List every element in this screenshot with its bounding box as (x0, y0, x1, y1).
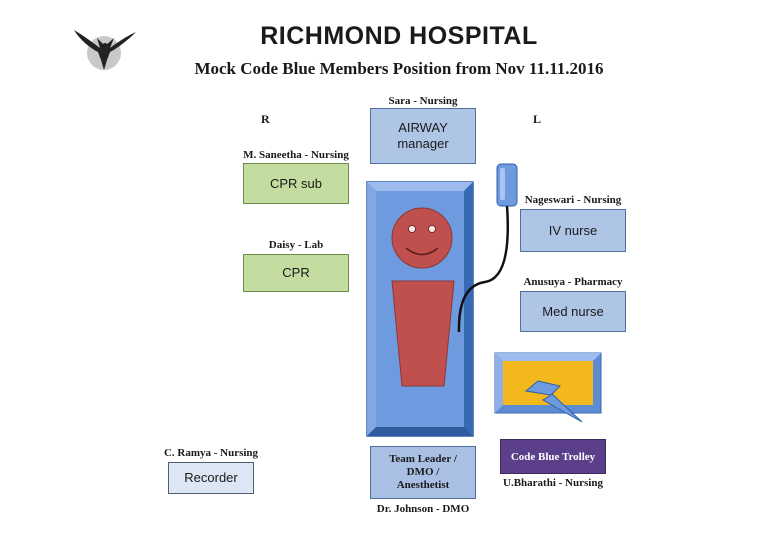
airway-manager-box: AIRWAY manager (370, 108, 476, 164)
page-subtitle: Mock Code Blue Members Position from Nov… (194, 59, 604, 78)
med-nurse-box: Med nurse (520, 291, 626, 332)
team-leader-box: Team Leader / DMO / Anesthetist (370, 446, 476, 499)
page-title: RICHMOND HOSPITAL (260, 22, 538, 50)
cpr-member-label: Daisy - Lab (268, 239, 324, 251)
patient-figure-icon (391, 207, 455, 387)
cpr-sub-box: CPR sub (243, 163, 349, 204)
team-leader-member-label: Dr. Johnson - DMO (376, 503, 470, 515)
defibrillator-icon (494, 352, 602, 423)
iv-nurse-role: IV nurse (548, 222, 598, 238)
med-nurse-role: Med nurse (542, 303, 604, 319)
code-blue-trolley-box: Code Blue Trolley (500, 439, 606, 474)
cpr-sub-member-label: M. Saneetha - Nursing (243, 149, 349, 161)
cpr-role: CPR (282, 265, 310, 280)
recorder-member-label: C. Ramya - Nursing (163, 447, 259, 459)
airway-manager-role: AIRWAY manager (397, 120, 449, 151)
trolley-member-label: U.Bharathi - Nursing (503, 477, 603, 489)
recorder-role: Recorder (184, 470, 238, 485)
recorder-box: Recorder (168, 462, 254, 494)
patient-bed (366, 163, 518, 437)
cpr-sub-role: CPR sub (269, 175, 323, 191)
code-blue-trolley-label: Code Blue Trolley (510, 450, 596, 463)
eagle-logo (74, 30, 136, 70)
side-label-left: L (533, 112, 542, 126)
side-label-right: R (261, 112, 270, 126)
iv-nurse-box: IV nurse (520, 209, 626, 252)
iv-nurse-member-label: Nageswari - Nursing (524, 194, 622, 206)
cpr-box: CPR (243, 254, 349, 292)
team-leader-role: Team Leader / DMO / Anesthetist (389, 453, 457, 491)
iv-bag-icon (496, 163, 518, 207)
med-nurse-member-label: Anusuya - Pharmacy (523, 276, 623, 288)
iv-line (457, 205, 509, 333)
airway-member-label: Sara - Nursing (388, 95, 458, 107)
